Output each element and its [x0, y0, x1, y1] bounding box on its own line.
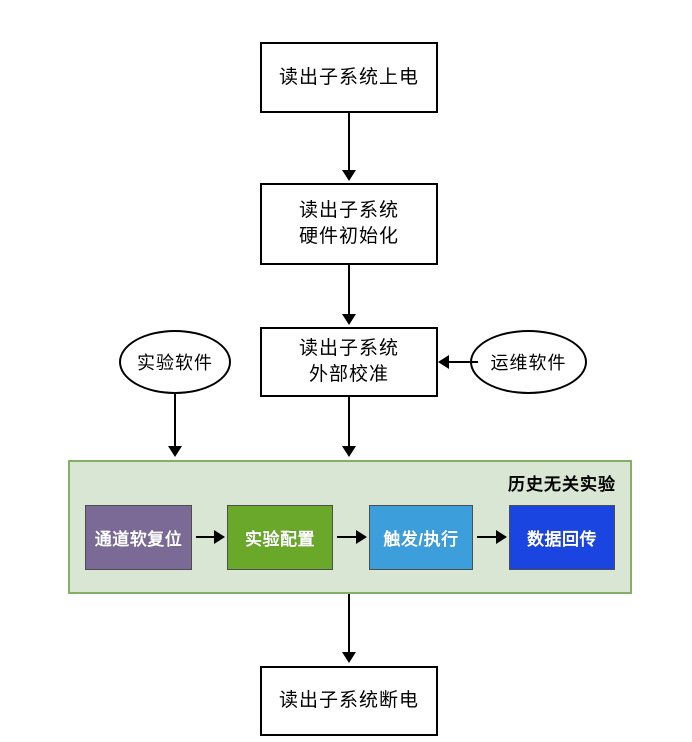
- stage-trigger-execute[interactable]: 触发/执行: [369, 505, 473, 570]
- stage-data-readback-label: 数据回传: [527, 530, 597, 549]
- node-hardware-init[interactable]: 读出子系统 硬件初始化: [260, 183, 438, 265]
- node-external-calibration-label-line1: 读出子系统: [298, 338, 399, 359]
- node-ops-software-label: 运维软件: [490, 353, 567, 373]
- stage-experiment-config[interactable]: 实验配置: [227, 505, 333, 570]
- connector-stage2-to-stage3: [337, 536, 357, 538]
- node-ops-software[interactable]: 运维软件: [470, 330, 587, 394]
- arrowhead-stage2-to-stage3: [356, 530, 367, 544]
- connector-stage1-to-stage2: [196, 536, 215, 538]
- node-experiment-software-label: 实验软件: [137, 353, 213, 373]
- arrowhead-hwinit-to-extcal: [342, 314, 356, 325]
- stage-channel-soft-reset[interactable]: 通道软复位: [85, 505, 192, 570]
- connector-poweron-to-hwinit: [348, 113, 350, 171]
- connector-hwinit-to-extcal: [348, 265, 350, 316]
- connector-stage3-to-stage4: [477, 536, 497, 538]
- stage-channel-soft-reset-label: 通道软复位: [94, 530, 183, 549]
- arrowhead-poweron-to-hwinit: [342, 170, 356, 181]
- node-external-calibration-label-line2: 外部校准: [308, 364, 389, 385]
- stage-data-readback[interactable]: 数据回传: [509, 505, 615, 570]
- stage-trigger-execute-label: 触发/执行: [383, 530, 459, 549]
- node-experiment-software[interactable]: 实验软件: [119, 330, 231, 394]
- arrowhead-stage3-to-stage4: [496, 530, 507, 544]
- node-hardware-init-label-line2: 硬件初始化: [298, 226, 399, 247]
- arrowhead-opssoftware-to-extcal: [438, 355, 449, 369]
- node-external-calibration[interactable]: 读出子系统 外部校准: [260, 327, 438, 397]
- connector-opssoftware-to-extcal: [449, 361, 478, 363]
- node-readout-power-on-label: 读出子系统上电: [278, 66, 419, 88]
- connector-extcal-to-panel: [348, 397, 350, 446]
- node-hardware-init-label-line1: 读出子系统: [298, 200, 399, 221]
- connector-expsoftware-to-panel: [174, 394, 176, 446]
- arrowhead-expsoftware-to-panel: [168, 446, 182, 457]
- arrowhead-extcal-to-panel: [342, 446, 356, 457]
- panel-title: 历史无关实验: [508, 475, 616, 494]
- node-readout-power-off-label: 读出子系统断电: [278, 690, 419, 711]
- stage-experiment-config-label: 实验配置: [245, 530, 315, 549]
- node-readout-power-off[interactable]: 读出子系统断电: [260, 666, 438, 736]
- arrowhead-panel-to-poweroff: [342, 652, 356, 663]
- arrowhead-stage1-to-stage2: [214, 530, 225, 544]
- node-readout-power-on[interactable]: 读出子系统上电: [260, 42, 438, 113]
- connector-panel-to-poweroff: [348, 594, 350, 652]
